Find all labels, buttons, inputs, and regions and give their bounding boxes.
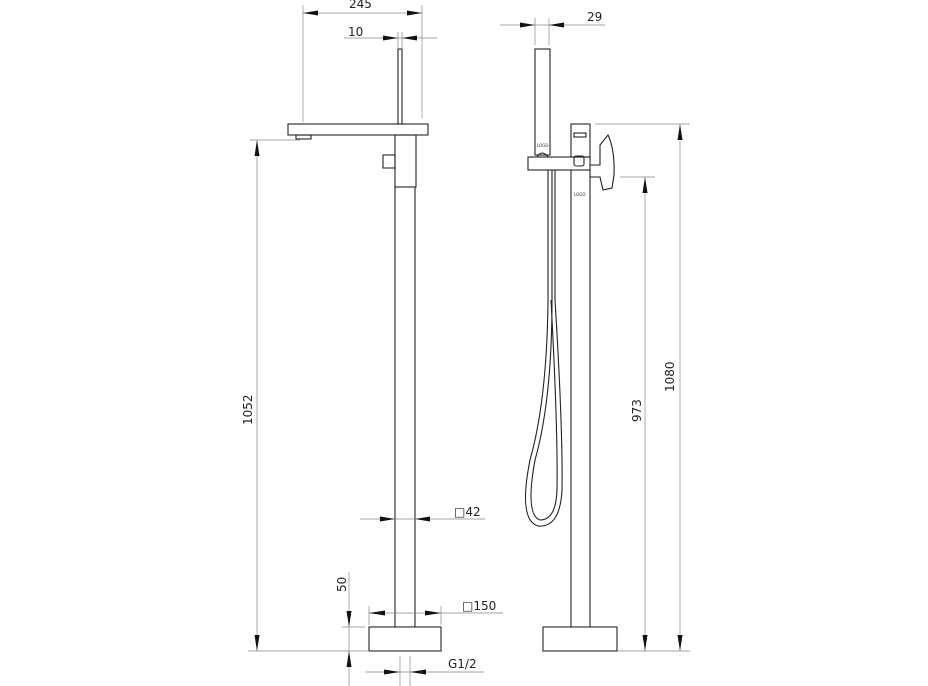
logo-body: LOGO [574, 192, 585, 197]
dim-1080: 1080 [663, 361, 677, 392]
dim-42: □42 [454, 505, 481, 519]
dim-29: 29 [587, 10, 602, 24]
dim-973: 973 [630, 399, 644, 422]
mixer-body [394, 134, 417, 188]
holder-button [573, 155, 585, 167]
spout-plate [287, 123, 429, 136]
hose [525, 170, 563, 527]
side-view: LOGO LOGO [525, 48, 618, 652]
spout-outlet [295, 134, 312, 140]
hand-shower [534, 48, 551, 156]
dim-g12: G1/2 [448, 657, 477, 671]
side-dimensions: 29 1080 973 [500, 10, 690, 652]
dim-245: 245 [349, 0, 372, 11]
dim-150: □150 [462, 599, 496, 613]
lever-handle [590, 133, 615, 191]
front-view [287, 48, 442, 652]
dim-50: 50 [335, 577, 349, 592]
hand-shower-side [397, 48, 403, 125]
logo-shower: LOGO [537, 143, 548, 148]
mixer-top [570, 123, 591, 158]
dim-1052: 1052 [241, 394, 255, 425]
side-base [542, 626, 618, 652]
diverter-knob [382, 154, 396, 169]
shower-holder [527, 156, 591, 171]
base [368, 626, 442, 652]
dim-10: 10 [348, 25, 363, 39]
front-dimensions: 245 10 1052 □42 50 □150 [241, 0, 503, 686]
